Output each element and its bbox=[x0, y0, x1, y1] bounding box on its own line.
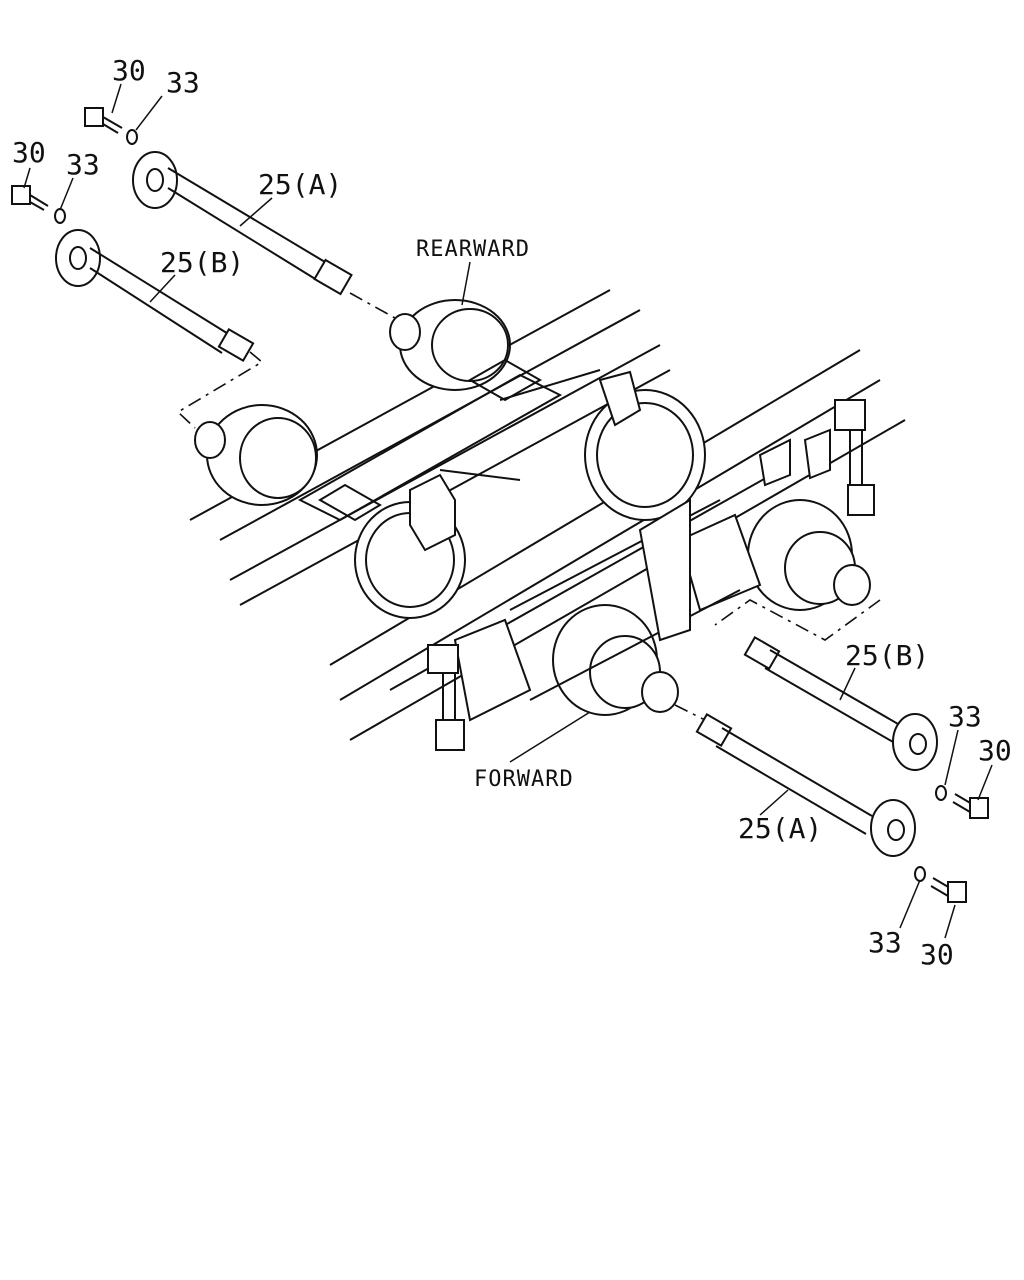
callout-bolt-30: 30 bbox=[978, 734, 1012, 767]
bolt-30-right-1 bbox=[952, 793, 989, 819]
callout-bolt-30: 30 bbox=[112, 54, 146, 87]
spring-bracket-left bbox=[427, 644, 465, 751]
direction-label-rearward: REARWARD bbox=[416, 237, 530, 262]
callout-shaft-25b: 25(B) bbox=[845, 639, 929, 672]
washer-33-bottom bbox=[914, 866, 926, 882]
callout-washer-33: 33 bbox=[166, 66, 200, 99]
axle-shaft-25a-top bbox=[132, 151, 353, 296]
bolt-30-bottom bbox=[930, 877, 967, 903]
leader-lines bbox=[23, 83, 993, 939]
axle-shaft-25a-right bbox=[695, 712, 916, 857]
callout-shaft-25b: 25(B) bbox=[160, 246, 244, 279]
washer-33-right-1 bbox=[935, 785, 947, 801]
washer-33-top-2 bbox=[54, 208, 66, 224]
bolt-30-top-2 bbox=[11, 185, 49, 211]
callout-washer-33: 33 bbox=[868, 926, 902, 959]
callout-shaft-25a: 25(A) bbox=[258, 168, 342, 201]
direction-label-forward: FORWARD bbox=[474, 767, 574, 792]
callout-washer-33: 33 bbox=[66, 148, 100, 181]
callout-washer-33: 33 bbox=[948, 700, 982, 733]
axle-shaft-25b-right bbox=[743, 635, 938, 771]
front-axle-housing bbox=[453, 428, 871, 722]
washer-33-top-1 bbox=[126, 129, 138, 145]
rear-axle-housing bbox=[194, 299, 706, 619]
callout-shaft-25a: 25(A) bbox=[738, 812, 822, 845]
spring-bracket-right bbox=[834, 399, 875, 516]
callout-bolt-30: 30 bbox=[12, 136, 46, 169]
callout-bolt-30: 30 bbox=[920, 938, 954, 971]
bolt-30-top-1 bbox=[84, 107, 123, 134]
